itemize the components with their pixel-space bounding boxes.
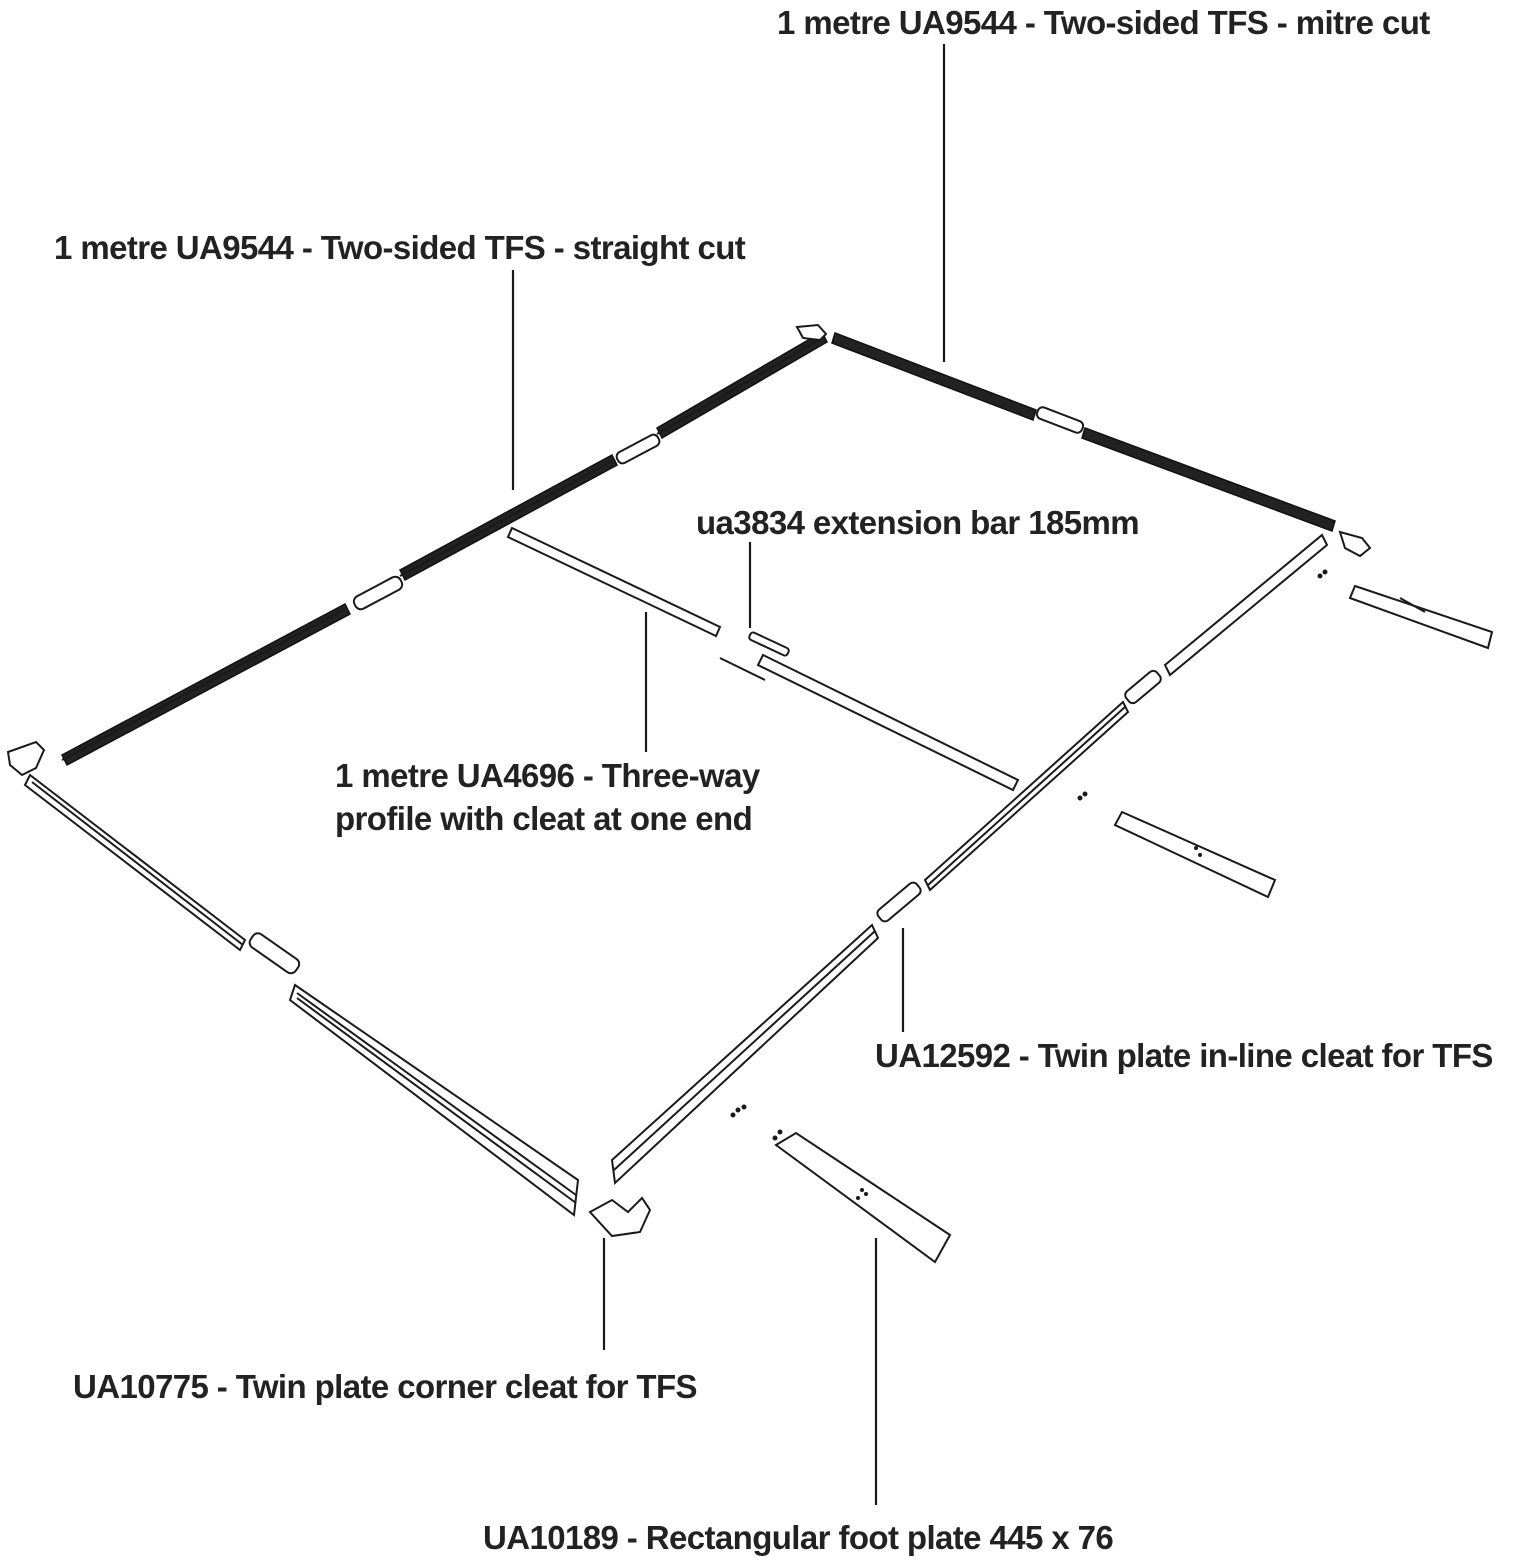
left-corner-cleat <box>6 740 46 777</box>
top-left-rail <box>61 330 828 767</box>
extension-bar <box>719 631 790 681</box>
right-lower-rail <box>610 533 1329 1186</box>
label-three-way-line1: 1 metre UA4696 - Three-way <box>335 757 760 794</box>
top-left-inline-cleats <box>352 433 661 611</box>
label-foot-plate: UA10189 - Rectangular foot plate 445 x 7… <box>483 1519 1114 1556</box>
foot-plate-middle <box>1077 791 1277 899</box>
label-extension-bar: ua3834 extension bar 185mm <box>696 504 1140 541</box>
three-way-profile <box>506 526 1020 792</box>
top-corner-cleats <box>795 323 1372 558</box>
bottom-corner-cleat <box>588 1196 652 1238</box>
label-three-way-profile: 1 metre UA4696 - Three-way profile with … <box>335 755 760 841</box>
label-corner-cleat: UA10775 - Twin plate corner cleat for TF… <box>73 1368 698 1405</box>
left-lower-rail <box>23 773 580 1217</box>
foot-plate-bottom <box>730 1104 952 1264</box>
label-three-way-line2: profile with cleat at one end <box>335 799 753 837</box>
leader-lines <box>511 44 946 1505</box>
label-mitre-cut: 1 metre UA9544 - Two-sided TFS - mitre c… <box>777 4 1430 41</box>
top-right-rail <box>831 332 1336 532</box>
label-straight-cut: 1 metre UA9544 - Two-sided TFS - straigh… <box>54 229 746 266</box>
foot-plate-top <box>1317 569 1494 650</box>
label-inline-cleat: UA12592 - Twin plate in-line cleat for T… <box>875 1037 1493 1074</box>
